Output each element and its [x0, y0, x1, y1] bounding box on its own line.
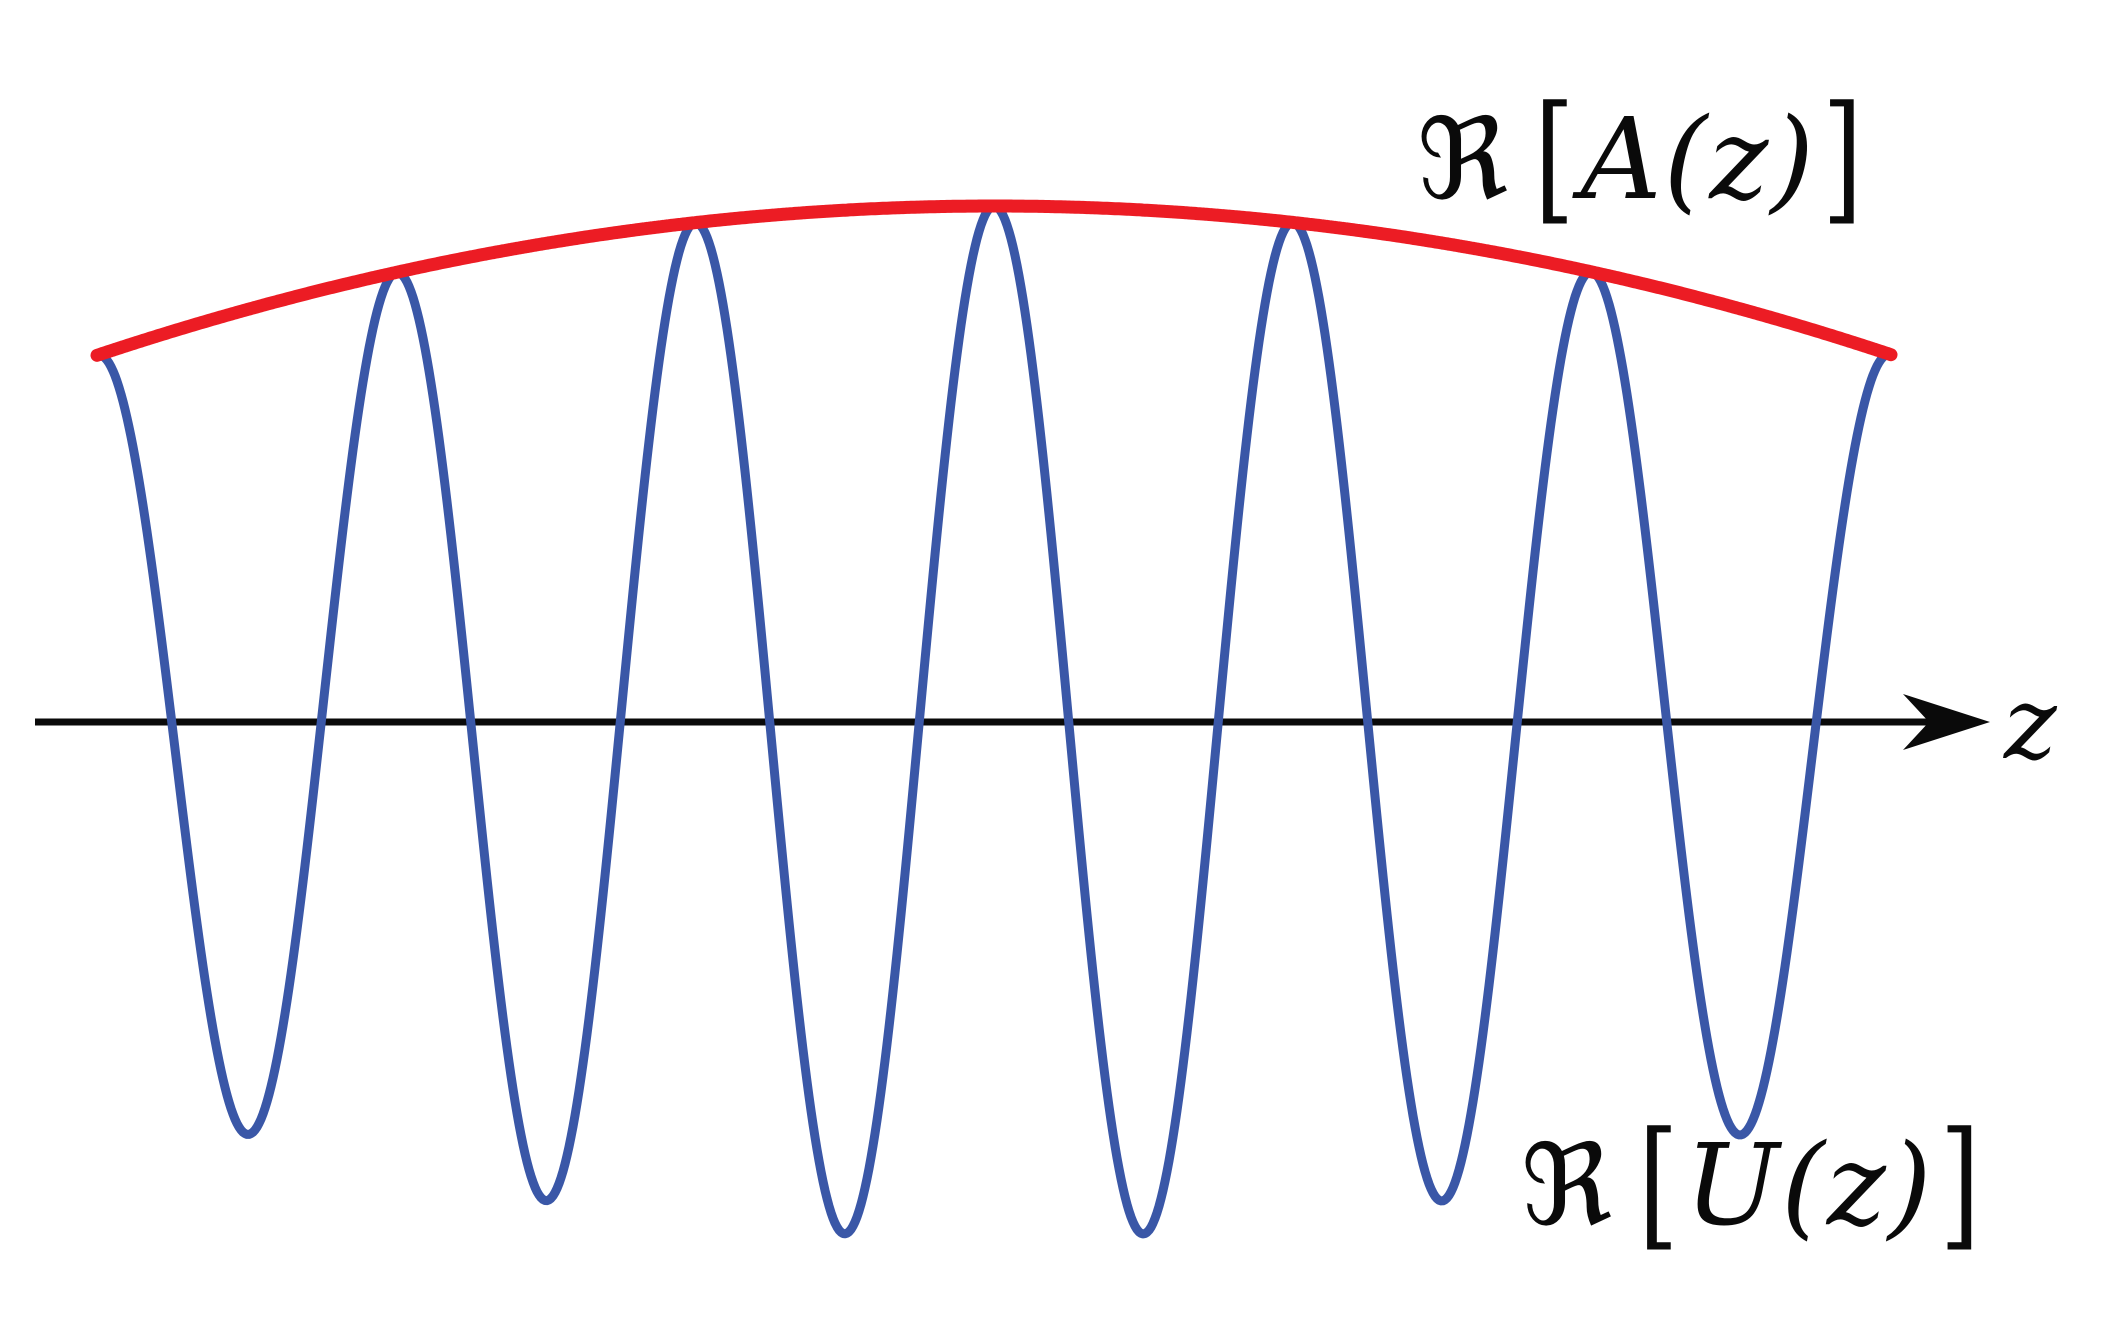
- envelope-function-text: A(z): [1580, 95, 1817, 225]
- real-part-symbol: ℜ: [1521, 1121, 1613, 1251]
- envelope-label: ℜ[A(z)]: [1417, 77, 1863, 237]
- z-axis-label: z: [2004, 665, 2057, 782]
- right-bracket: ]: [1822, 75, 1863, 239]
- carrier-label: ℜ[U(z)]: [1521, 1103, 1980, 1263]
- left-bracket: [: [1534, 75, 1575, 239]
- real-part-symbol: ℜ: [1417, 95, 1509, 225]
- envelope-curve: [90, 199, 1898, 362]
- carrier-function-text: U(z): [1684, 1121, 1934, 1251]
- z-axis-arrowhead-icon: [1903, 694, 1990, 750]
- left-bracket: [: [1638, 1101, 1679, 1265]
- right-bracket: ]: [1939, 1101, 1981, 1265]
